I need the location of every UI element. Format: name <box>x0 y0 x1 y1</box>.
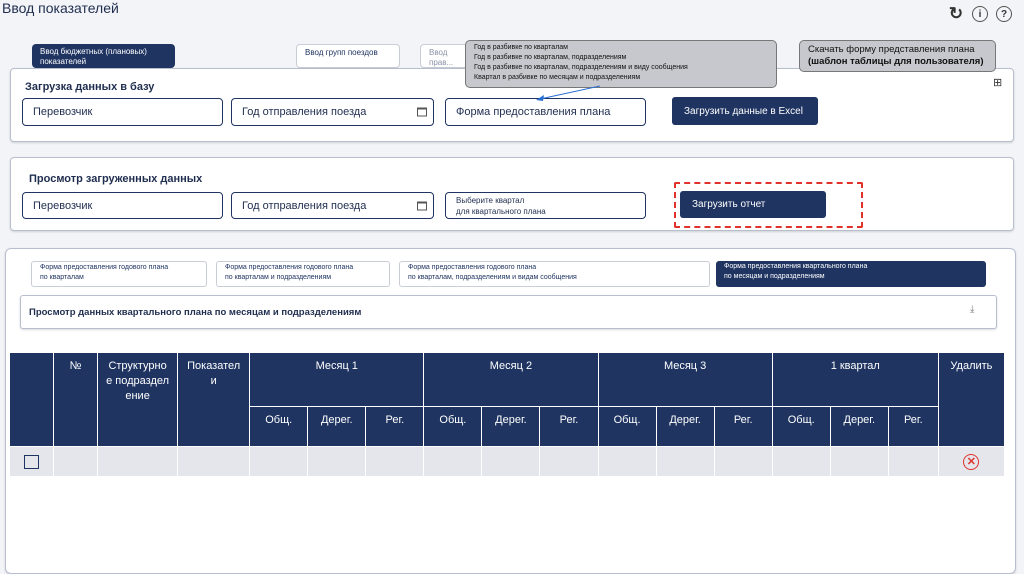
download-tooltip-line1: Скачать форму представления плана <box>808 44 975 55</box>
tab-rights-days[interactable]: Ввод прав... дней в ка... <box>420 44 470 68</box>
download-icon[interactable]: ⤓ <box>970 304 975 315</box>
subtab-quarterly-months[interactable]: Форма предоставления квартального плана … <box>716 261 986 287</box>
table-row: ✕ <box>8 446 1006 477</box>
view-year-input-label: Год отправления поезда <box>242 199 367 212</box>
tooltip-option: Год в разбивке по кварталам <box>474 44 568 51</box>
structure-header: Структурное подразделение <box>97 352 179 447</box>
preview-title: Просмотр данных квартального плана по ме… <box>29 307 362 318</box>
calendar-icon[interactable] <box>417 107 427 117</box>
info-icon[interactable]: i <box>972 6 988 22</box>
highlight-frame <box>674 182 863 228</box>
table-cell[interactable] <box>713 446 773 477</box>
month1-header: Месяц 1 <box>249 352 425 407</box>
quarter-select[interactable]: Выберите квартал для квартального плана <box>445 192 646 219</box>
table-cell[interactable] <box>887 446 939 477</box>
plan-table: № Структурное подразделение Показатели М… <box>8 352 1006 477</box>
num-header: № <box>53 352 99 447</box>
delete-row-icon[interactable]: ✕ <box>963 453 980 470</box>
subtab-line2: по кварталам <box>40 274 84 281</box>
tab-budget-indicators[interactable]: Ввод бюджетных (плановых) показателей <box>32 44 175 68</box>
select-header <box>8 352 55 447</box>
sub-header-total: Общ. <box>423 406 483 447</box>
table-cell[interactable] <box>481 446 541 477</box>
month2-header: Месяц 2 <box>423 352 599 407</box>
download-template-tooltip: Скачать форму представления плана (шабло… <box>799 40 996 72</box>
table-cell[interactable] <box>771 446 831 477</box>
subtab-line1: Форма предоставления годового плана <box>40 264 169 271</box>
table-cell[interactable] <box>365 446 425 477</box>
upload-excel-button[interactable]: Загрузить данные в Excel <box>672 97 818 125</box>
subtab-line1: Форма предоставления годового плана <box>225 264 354 271</box>
row-select-cell <box>8 446 55 477</box>
year-input-label: Год отправления поезда <box>242 106 367 118</box>
table-cell[interactable] <box>177 446 251 477</box>
subtab-annual-quarters[interactable]: Форма предоставления годового плана по к… <box>31 261 207 287</box>
sub-header-total: Общ. <box>249 406 309 447</box>
subtab-annual-divisions[interactable]: Форма предоставления годового плана по к… <box>216 261 390 287</box>
help-icon[interactable]: ? <box>996 6 1012 22</box>
view-panel-title: Просмотр загруженных данных <box>29 173 203 185</box>
indicator-header: Показатели <box>177 352 251 447</box>
quarter-select-line1: Выберите квартал <box>456 195 525 205</box>
row-delete-cell: ✕ <box>937 446 1006 477</box>
table-cell[interactable] <box>597 446 657 477</box>
tooltip-option: Год в разбивке по кварталам, подразделен… <box>474 64 688 71</box>
year-input[interactable]: Год отправления поезда <box>231 98 434 126</box>
upload-panel-title: Загрузка данных в базу <box>25 81 155 93</box>
delete-header: Удалить <box>937 352 1006 447</box>
view-carrier-input[interactable]: Перевозчик <box>22 192 223 219</box>
page-title: Ввод показателей <box>2 0 119 16</box>
load-report-button[interactable]: Загрузить отчет <box>680 191 826 218</box>
download-tooltip-line2: (шаблон таблицы для пользователя) <box>808 56 984 67</box>
preview-bar <box>20 295 997 329</box>
tooltip-option: Год в разбивке по кварталам, подразделен… <box>474 54 627 61</box>
sub-header-total: Общ. <box>771 406 831 447</box>
subtab-line1: Форма предоставления годового плана <box>408 264 537 271</box>
calendar-icon[interactable] <box>417 201 427 210</box>
month3-header: Месяц 3 <box>597 352 773 407</box>
sub-header-reg: Рег. <box>365 406 425 447</box>
sub-header-reg: Рег. <box>539 406 599 447</box>
table-cell[interactable] <box>53 446 99 477</box>
table-cell[interactable] <box>97 446 179 477</box>
table-cell[interactable] <box>249 446 309 477</box>
sub-header-reg: Рег. <box>713 406 773 447</box>
download-template-icon[interactable]: ⊞ <box>993 77 1003 89</box>
refresh-icon[interactable]: ↻ <box>948 4 964 23</box>
sub-header-dereg: Дерег. <box>307 406 367 447</box>
row-checkbox[interactable] <box>24 454 40 469</box>
carrier-input[interactable]: Перевозчик <box>22 98 223 126</box>
table-cell[interactable] <box>423 446 483 477</box>
table-cell[interactable] <box>307 446 367 477</box>
table-cell[interactable] <box>655 446 715 477</box>
table-cell[interactable] <box>829 446 889 477</box>
sub-header-dereg: Дерег. <box>655 406 715 447</box>
subtab-annual-message-types[interactable]: Форма предоставления годового плана по к… <box>399 261 710 287</box>
tab-train-groups[interactable]: Ввод групп поездов <box>296 44 400 68</box>
table-cell[interactable] <box>539 446 599 477</box>
sub-header-reg: Рег. <box>887 406 939 447</box>
subtab-line2: по месяцам и подразделениям <box>724 273 825 280</box>
quarter-select-line2: для квартального плана <box>456 206 546 216</box>
subtab-line2: по кварталам, подразделениям и видам соо… <box>408 274 577 281</box>
subtab-line1: Форма предоставления квартального плана <box>724 263 868 270</box>
sub-header-total: Общ. <box>597 406 657 447</box>
plan-form-select[interactable]: Форма предоставления плана <box>445 98 646 126</box>
subtab-line2: по кварталам и подразделениям <box>225 274 332 281</box>
sub-header-dereg: Дерег. <box>481 406 541 447</box>
sub-header-dereg: Дерег. <box>829 406 889 447</box>
form-options-tooltip: Год в разбивке по кварталам Год в разбив… <box>465 40 777 88</box>
header-icons: ↻ i ? <box>948 4 1012 23</box>
tooltip-option: Квартал в разбивке по месяцам и подразде… <box>474 74 641 81</box>
view-year-input[interactable]: Год отправления поезда <box>231 192 434 219</box>
quarter-header: 1 квартал <box>771 352 939 407</box>
tooltip-arrow <box>536 85 601 101</box>
